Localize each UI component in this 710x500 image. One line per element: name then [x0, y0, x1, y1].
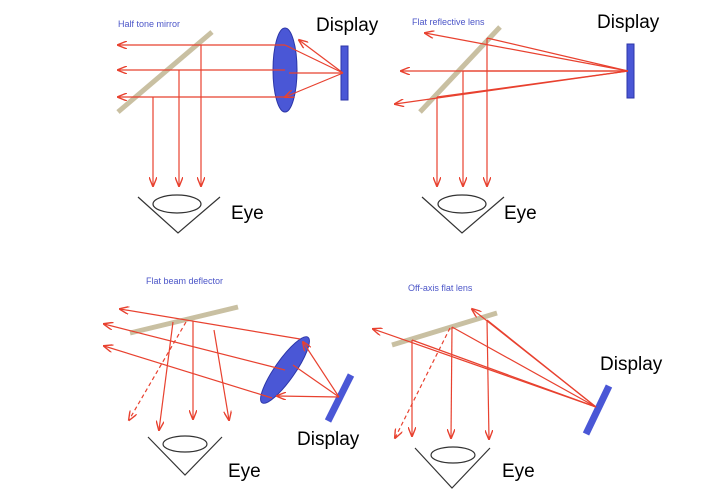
light-rays: [395, 33, 629, 186]
caption-flat-beam-deflector: Flat beam deflector: [146, 276, 223, 286]
panel-flat-reflective-lens: Flat reflective lens Display Eye: [395, 12, 660, 234]
panel-flat-beam-deflector: Flat beam deflector Display Eye: [104, 276, 360, 482]
eye-label: Eye: [228, 461, 261, 482]
eye-icon: [137, 194, 221, 234]
display-label: Display: [597, 12, 660, 33]
eye-label: Eye: [231, 203, 264, 224]
half-tone-mirror: [116, 30, 214, 114]
display: [626, 43, 635, 99]
light-rays: [373, 309, 597, 439]
off-axis-flat-lens: [391, 310, 498, 348]
eye-icon: [147, 435, 223, 476]
display-label: Display: [316, 15, 379, 36]
display: [582, 384, 613, 436]
eye-icon: [414, 446, 491, 489]
display: [324, 373, 355, 423]
panel-half-tone-mirror: Half tone mirror Display Eye: [116, 15, 379, 234]
light-rays: [118, 40, 344, 186]
eye-icon: [421, 194, 505, 234]
panel-off-axis-flat-lens: Off-axis flat lens Display Eye: [373, 283, 663, 489]
caption-off-axis-flat-lens: Off-axis flat lens: [408, 283, 473, 293]
display-label: Display: [297, 429, 360, 450]
caption-flat-reflective-lens: Flat reflective lens: [412, 17, 485, 27]
eye-label: Eye: [502, 461, 535, 482]
display-label: Display: [600, 354, 663, 375]
caption-half-tone-mirror: Half tone mirror: [118, 19, 180, 29]
eye-label: Eye: [504, 203, 537, 224]
light-rays: [104, 309, 340, 430]
